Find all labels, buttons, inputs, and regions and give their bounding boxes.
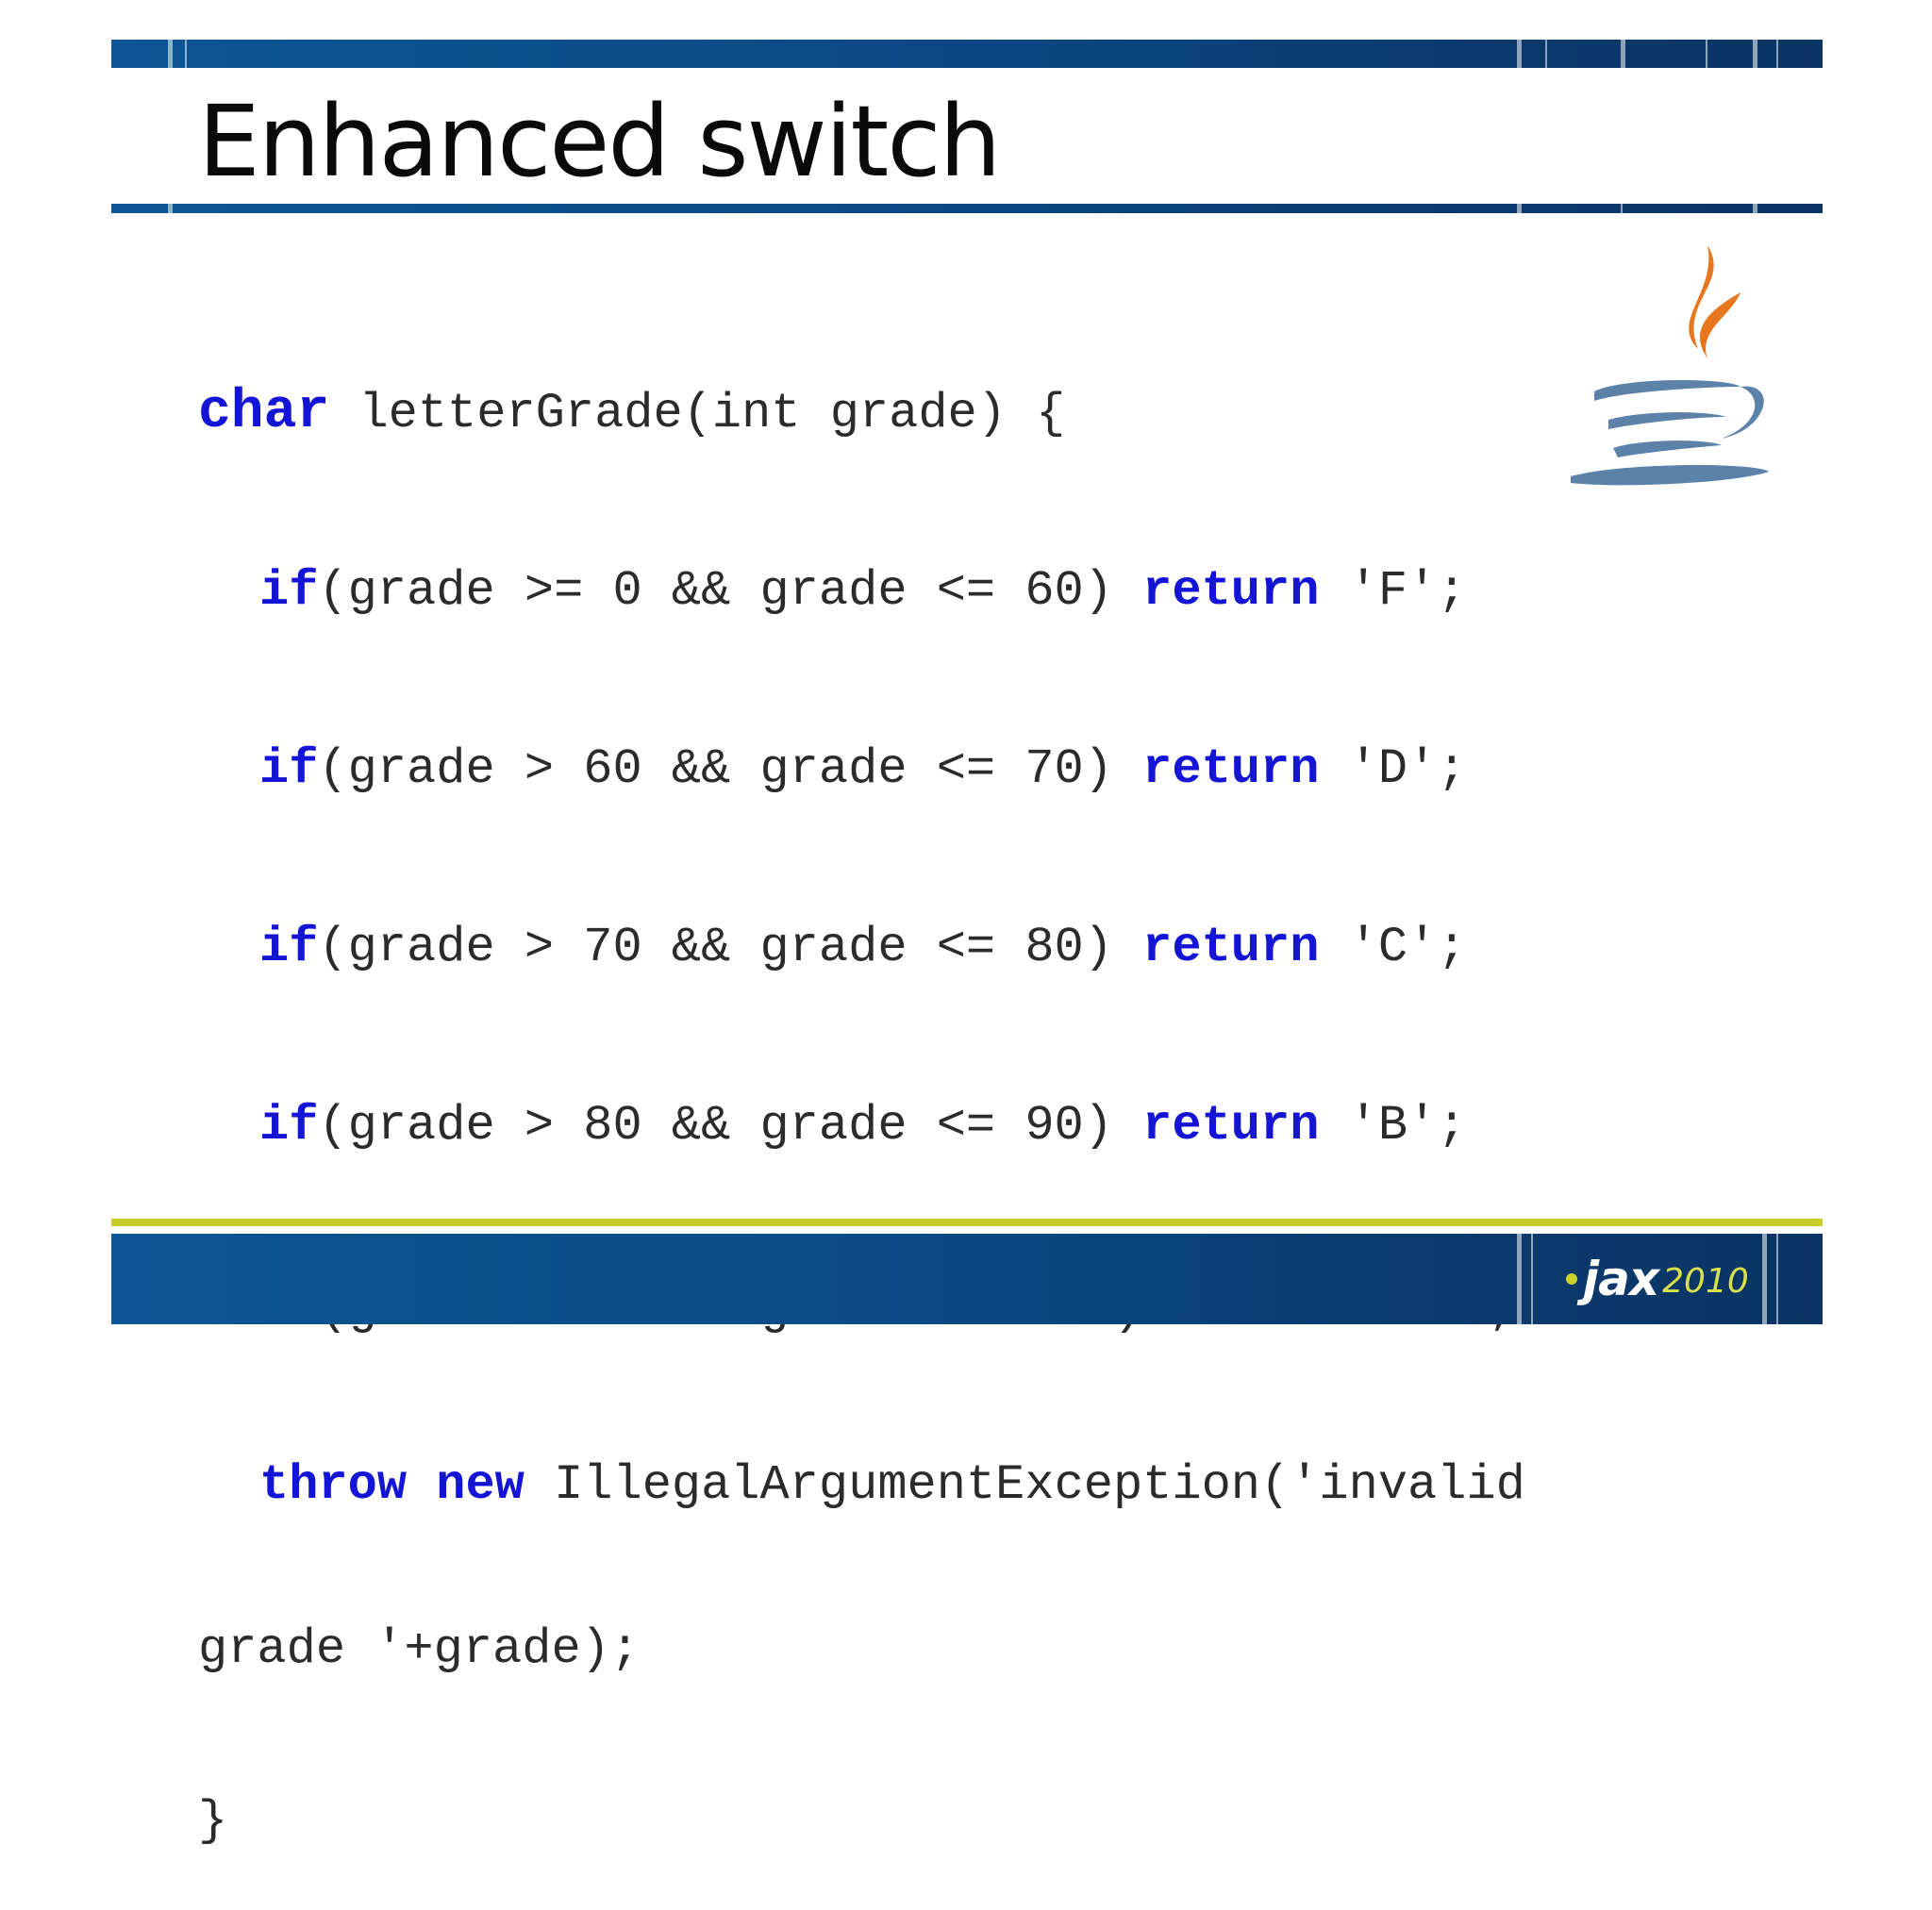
java-saucer (1571, 465, 1769, 486)
band-tick (1545, 40, 1547, 68)
band-tick (1621, 40, 1625, 68)
top-header-band (111, 40, 1823, 68)
band-tick (1517, 40, 1522, 68)
band-tick (1706, 40, 1707, 68)
code-keyword: if (259, 920, 319, 975)
java-steam-small (1700, 292, 1740, 358)
jax-2010-logo: jax 2010 (1566, 1249, 1749, 1309)
code-keyword: if (259, 1098, 319, 1154)
code-text: (grade >= 0 && grade <= 60) (318, 563, 1143, 619)
java-cup-handle (1722, 386, 1764, 439)
code-text: 'D'; (1319, 741, 1467, 797)
band-tick (1517, 1234, 1522, 1324)
java-cup-band (1613, 440, 1722, 457)
band-tick (1531, 1234, 1533, 1324)
band-tick (168, 204, 173, 213)
band-tick (1776, 1234, 1778, 1324)
code-keyword: return (1142, 741, 1320, 797)
java-coffee-cup-icon (1571, 245, 1769, 486)
code-text: grade '+grade); (198, 1621, 641, 1677)
band-tick (1753, 40, 1757, 68)
band-tick (185, 40, 187, 68)
java-cup-rim (1594, 380, 1740, 401)
band-tick (1621, 204, 1623, 213)
code-keyword: if (259, 741, 319, 797)
code-line-if: if(grade > 60 && grade <= 70) return 'D'… (198, 736, 1525, 803)
code-line-close: } (198, 1787, 1525, 1854)
jax-logo-word: jax (1583, 1252, 1659, 1306)
code-text: letterGrade(int grade) { (329, 386, 1066, 441)
code-text: (grade > 70 && grade <= 80) (318, 920, 1143, 975)
footer-band (111, 1234, 1823, 1324)
code-line-if: if(grade > 70 && grade <= 80) return 'C'… (198, 914, 1525, 981)
code-text: IllegalArgumentException('invalid (524, 1457, 1525, 1513)
jax-logo-year: 2010 (1662, 1261, 1749, 1301)
code-keyword: return (1142, 920, 1320, 975)
code-keyword: if (259, 563, 319, 619)
band-tick (1762, 1234, 1767, 1324)
code-line-signature: char letterGrade(int grade) { (198, 379, 1525, 446)
code-text: 'B'; (1319, 1098, 1467, 1154)
code-line-if: if(grade >= 0 && grade <= 60) return 'F'… (198, 557, 1525, 624)
band-tick (1776, 40, 1778, 68)
code-line-throw: throw new IllegalArgumentException('inva… (198, 1459, 1525, 1512)
java-cup-band (1608, 412, 1726, 429)
band-tick (1517, 204, 1522, 213)
code-keyword: return (1142, 1098, 1320, 1154)
slide-title: Enhanced switch (198, 84, 1001, 199)
title-underline-rule (111, 204, 1823, 213)
code-text: 'F'; (1319, 563, 1467, 619)
code-text: (grade > 60 && grade <= 70) (318, 741, 1143, 797)
code-keyword: new (436, 1457, 525, 1513)
code-line-throw-continued: grade '+grade); (198, 1623, 1525, 1676)
code-keyword: return (1142, 563, 1320, 619)
band-tick (168, 40, 173, 68)
code-text: 'C'; (1319, 920, 1467, 975)
code-keyword: throw (259, 1457, 408, 1513)
java-steam-large (1689, 245, 1714, 349)
jax-dot-icon (1566, 1273, 1577, 1285)
footer-accent-rule (111, 1219, 1823, 1226)
code-block: char letterGrade(int grade) { if(grade >… (198, 268, 1525, 1910)
code-text: } (198, 1793, 228, 1849)
code-text: (grade > 80 && grade <= 90) (318, 1098, 1143, 1154)
band-tick (1753, 204, 1757, 213)
code-line-if: if(grade > 80 && grade <= 90) return 'B'… (198, 1092, 1525, 1159)
code-keyword: char (198, 382, 330, 443)
